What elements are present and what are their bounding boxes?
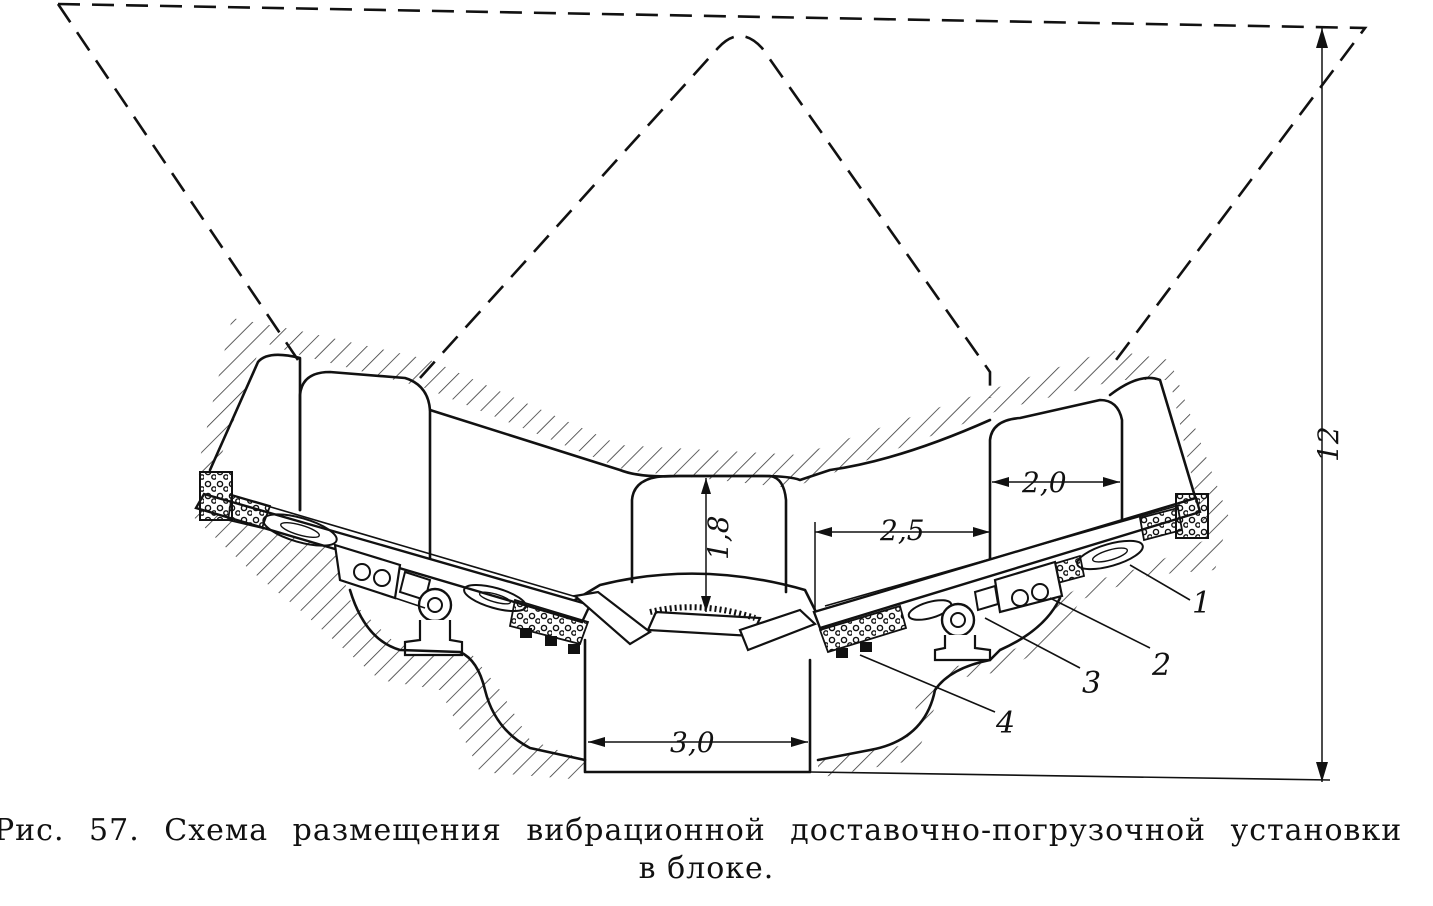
label-3: 3 xyxy=(1082,666,1101,701)
drive-unit-left xyxy=(333,543,464,657)
dimension-chamber-height xyxy=(701,478,711,612)
dimension-height-12 xyxy=(1316,28,1328,782)
ore-boundary-dashed xyxy=(56,2,1368,398)
dimension-bottom-width-label: 3,0 xyxy=(670,726,715,759)
figure-caption: Рис. 57. Схема размещения вибрационной д… xyxy=(0,812,1433,888)
dimension-bottom-width xyxy=(588,737,808,747)
caption-line-2: в блоке. xyxy=(638,851,775,886)
haulage-drift xyxy=(348,588,1331,781)
drive-unit-right xyxy=(933,560,1064,662)
label-2: 2 xyxy=(1151,648,1171,683)
timber-logs xyxy=(262,513,1144,621)
label-leaders xyxy=(859,564,1191,713)
label-1: 1 xyxy=(1192,586,1211,621)
dimension-right-width-label: 2,0 xyxy=(1021,466,1067,499)
dimension-offset-label: 2,5 xyxy=(879,514,925,547)
rubble-fill xyxy=(199,471,1209,658)
dimension-height-label: 12 xyxy=(1312,426,1345,462)
cavern-outline xyxy=(208,353,1198,594)
label-4: 4 xyxy=(995,706,1015,741)
mining-block-diagram: 1 2 3 4 12 1,8 2,5 2,0 3,0 xyxy=(56,2,1368,782)
dimension-right-width xyxy=(992,477,1120,487)
dimension-offset xyxy=(814,522,990,610)
caption-line-1: Рис. 57. Схема размещения вибрационной д… xyxy=(0,813,1403,848)
dimension-chamber-height-label: 1,8 xyxy=(702,515,735,560)
